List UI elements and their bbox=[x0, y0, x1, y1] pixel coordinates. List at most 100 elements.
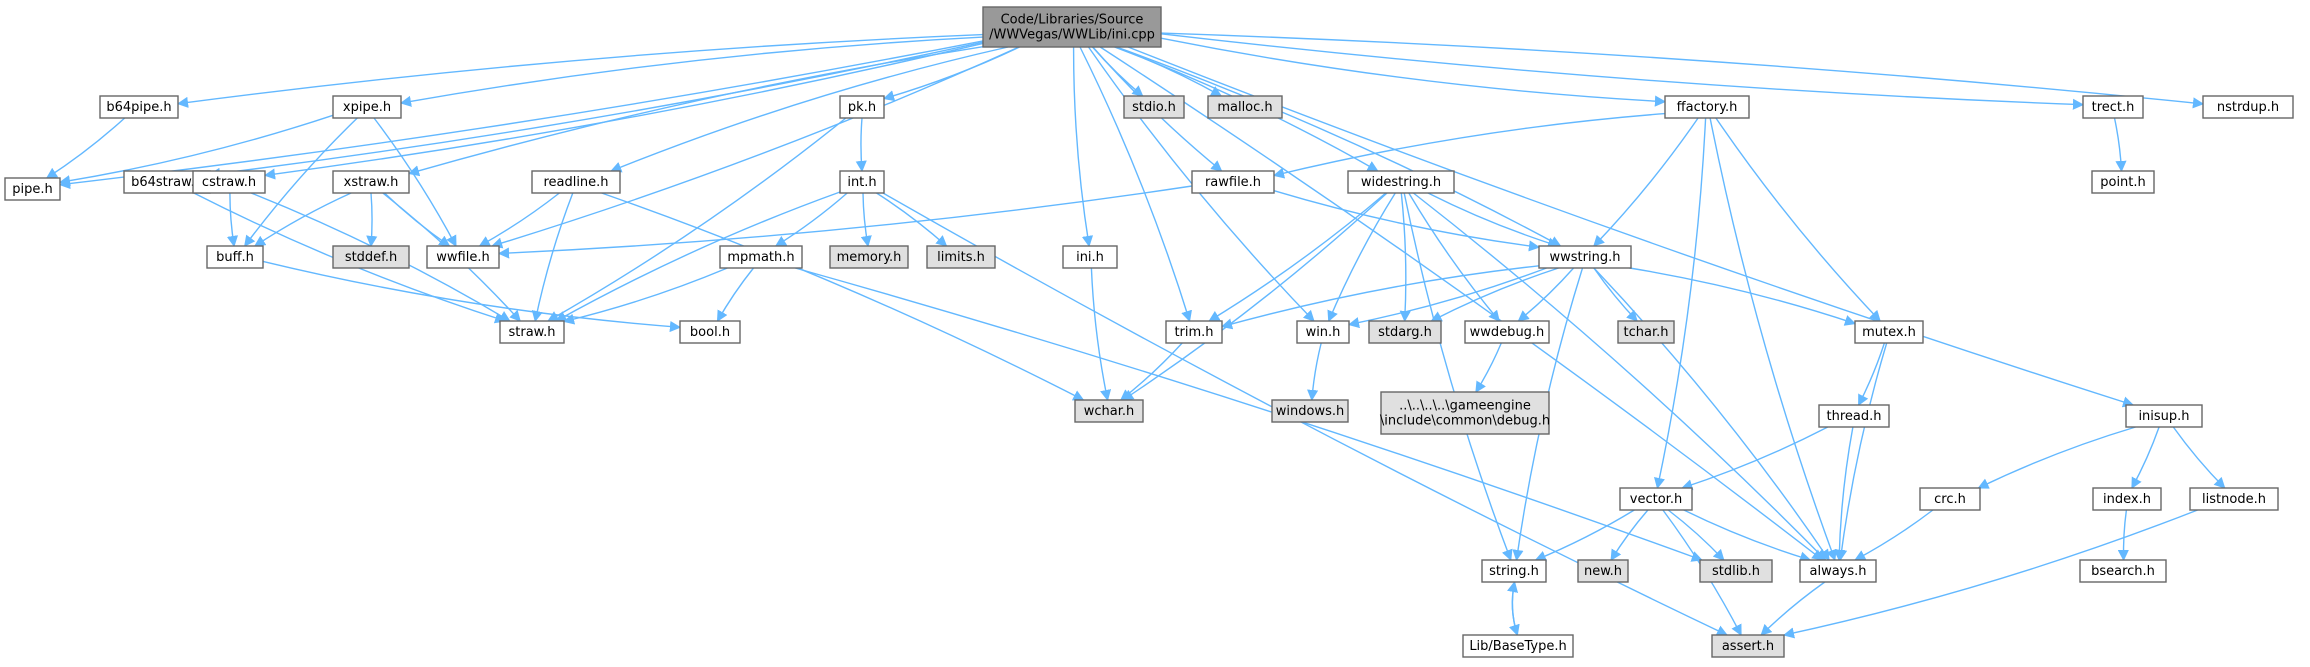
dependency-edge bbox=[1403, 192, 1513, 562]
node-box bbox=[719, 245, 803, 269]
node-mutex-h[interactable]: mutex.h bbox=[1854, 320, 1924, 344]
node-label: cstraw.h bbox=[202, 175, 256, 190]
edge-ini_cpp-to-trim_h bbox=[1079, 46, 1192, 323]
node-int-h[interactable]: int.h bbox=[839, 170, 885, 194]
node-memory-h[interactable]: memory.h bbox=[829, 245, 909, 269]
node-label: index.h bbox=[2103, 492, 2151, 507]
node-label: vector.h bbox=[1630, 492, 1682, 507]
dependency-edge bbox=[774, 192, 848, 247]
edge-int_h-to-mpmath_h bbox=[774, 192, 848, 247]
edge-wwstring_h-to-tchar_h bbox=[1593, 267, 1638, 322]
dependency-edge bbox=[1593, 267, 1638, 322]
node-box bbox=[2125, 404, 2203, 428]
node-limits-h[interactable]: limits.h bbox=[926, 245, 996, 269]
node-label: bsearch.h bbox=[2091, 564, 2155, 579]
dependency-edge bbox=[58, 40, 984, 190]
edge-ini_cpp-to-cstraw_h bbox=[263, 42, 984, 180]
node-trect-h[interactable]: trect.h bbox=[2082, 95, 2144, 119]
dependency-edge bbox=[2172, 426, 2226, 489]
node-listnode-h[interactable]: listnode.h bbox=[2189, 487, 2279, 511]
node-malloc-h[interactable]: malloc.h bbox=[1207, 95, 1283, 119]
node-wwstring-h[interactable]: wwstring.h bbox=[1538, 245, 1632, 269]
dependency-edge bbox=[262, 260, 682, 333]
node-box bbox=[1347, 170, 1455, 194]
node-readline-h[interactable]: readline.h bbox=[531, 170, 621, 194]
edge-rawfile_h-to-wwstring_h bbox=[1273, 190, 1541, 252]
node-ini-h[interactable]: ini.h bbox=[1062, 245, 1118, 269]
edge-ini_cpp-to-pipe_h bbox=[58, 40, 984, 190]
node-ffactory-h[interactable]: ffactory.h bbox=[1664, 95, 1750, 119]
node-buff-h[interactable]: buff.h bbox=[206, 245, 264, 269]
node-box bbox=[926, 245, 996, 269]
dependency-edge bbox=[1079, 46, 1192, 323]
node-xstraw-h[interactable]: xstraw.h bbox=[332, 170, 410, 194]
node-stddef-h[interactable]: stddef.h bbox=[332, 245, 410, 269]
node-mpmath-h[interactable]: mpmath.h bbox=[719, 245, 803, 269]
node-rawfile-h[interactable]: rawfile.h bbox=[1191, 170, 1275, 194]
node-box bbox=[206, 245, 264, 269]
node-stdlib-h[interactable]: stdlib.h bbox=[1699, 559, 1773, 583]
node-pipe-h[interactable]: pipe.h bbox=[4, 177, 61, 201]
node-bsearch-h[interactable]: bsearch.h bbox=[2079, 559, 2167, 583]
edge-wwstring_h-to-wwdebug_h bbox=[1517, 267, 1575, 322]
node-inisup-h[interactable]: inisup.h bbox=[2125, 404, 2203, 428]
node-b64straw-h[interactable]: b64straw.h bbox=[123, 170, 211, 194]
edge-cstraw_h-to-buff_h bbox=[226, 192, 239, 248]
node-box bbox=[2082, 95, 2144, 119]
node-assert-h[interactable]: assert.h bbox=[1711, 634, 1785, 658]
dependency-edge bbox=[1099, 46, 1824, 561]
node-vector-h[interactable]: vector.h bbox=[1619, 487, 1693, 511]
node-windows-h[interactable]: windows.h bbox=[1271, 399, 1349, 423]
dependency-edge bbox=[1715, 117, 1881, 322]
edge-pk_h-to-straw_h bbox=[547, 117, 847, 322]
node-thread-h[interactable]: thread.h bbox=[1818, 404, 1890, 428]
node-stdarg-h[interactable]: stdarg.h bbox=[1368, 320, 1442, 344]
node-label: \include\common\debug.h bbox=[1380, 414, 1550, 429]
edge-ini_cpp-to-wwstring_h bbox=[1116, 46, 1562, 247]
node-always-h[interactable]: always.h bbox=[1799, 559, 1877, 583]
node-wwfile-h[interactable]: wwfile.h bbox=[426, 245, 500, 269]
edge-widestring_h-to-trim_h bbox=[1208, 192, 1387, 322]
node-stdio-h[interactable]: stdio.h bbox=[1123, 95, 1185, 119]
node-basetype-h[interactable]: Lib/BaseType.h bbox=[1462, 634, 1574, 658]
node-box bbox=[982, 6, 1162, 48]
dependency-edge bbox=[1517, 267, 1575, 322]
node-pk-h[interactable]: pk.h bbox=[839, 95, 885, 119]
edge-always_h-to-assert_h bbox=[1760, 581, 1826, 636]
node-b64pipe-h[interactable]: b64pipe.h bbox=[99, 95, 179, 119]
node-string-h[interactable]: string.h bbox=[1481, 559, 1547, 583]
dependency-edge bbox=[1427, 192, 1560, 249]
node-new-h[interactable]: new.h bbox=[1577, 559, 1629, 583]
dependency-edge bbox=[855, 117, 867, 173]
node-ini-cpp[interactable]: Code/Libraries/Source/WWVegas/WWLib/ini.… bbox=[982, 6, 1162, 48]
node-wwdebug-h[interactable]: wwdebug.h bbox=[1464, 320, 1550, 344]
node-trim-h[interactable]: trim.h bbox=[1165, 320, 1223, 344]
node-crc-h[interactable]: crc.h bbox=[1919, 487, 1981, 511]
node-box bbox=[839, 95, 885, 119]
node-cstraw-h[interactable]: cstraw.h bbox=[192, 170, 266, 194]
edge-ini_cpp-to-ffactory_h bbox=[1160, 37, 1667, 107]
node-index-h[interactable]: index.h bbox=[2092, 487, 2162, 511]
node-nstrdup-h[interactable]: nstrdup.h bbox=[2202, 95, 2294, 119]
node-point-h[interactable]: point.h bbox=[2091, 170, 2155, 194]
node-debug-h[interactable]: ..\..\..\..\gameengine\include\common\de… bbox=[1380, 391, 1550, 435]
dependency-edge bbox=[795, 267, 1703, 562]
node-box bbox=[1919, 487, 1981, 511]
edge-int_h-to-straw_h bbox=[555, 191, 841, 322]
node-bool-h[interactable]: bool.h bbox=[679, 320, 741, 344]
edge-mpmath_h-to-bool_h bbox=[716, 267, 755, 322]
node-box bbox=[332, 95, 402, 119]
node-label: stddef.h bbox=[345, 250, 397, 265]
node-widestring-h[interactable]: widestring.h bbox=[1347, 170, 1455, 194]
node-tchar-h[interactable]: tchar.h bbox=[1617, 320, 1675, 344]
node-win-h[interactable]: win.h bbox=[1296, 320, 1350, 344]
dependency-edge bbox=[1681, 426, 1829, 491]
dependency-edge bbox=[58, 114, 334, 187]
node-straw-h[interactable]: straw.h bbox=[499, 320, 565, 344]
node-wchar-h[interactable]: wchar.h bbox=[1074, 399, 1144, 423]
node-box bbox=[2189, 487, 2279, 511]
node-xpipe-h[interactable]: xpipe.h bbox=[332, 95, 402, 119]
dependency-edge bbox=[1683, 509, 1812, 563]
dependency-edge bbox=[1307, 342, 1322, 402]
node-label: rawfile.h bbox=[1205, 175, 1261, 190]
